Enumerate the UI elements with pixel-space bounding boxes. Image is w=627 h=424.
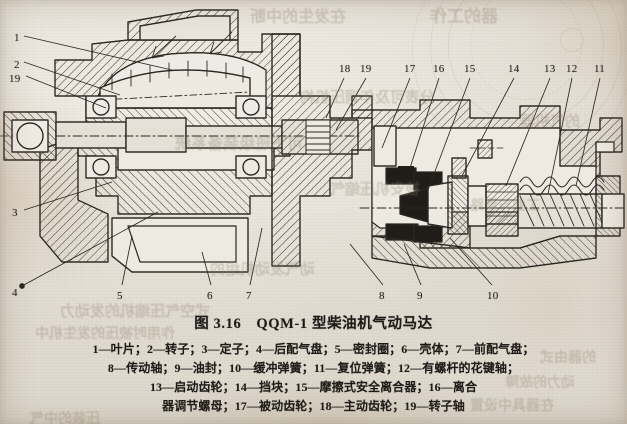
callout-label-7: 7 <box>246 290 252 302</box>
callout-label-13: 13 <box>544 63 556 75</box>
callout-label-12: 12 <box>566 63 578 75</box>
callout-label-2: 2 <box>14 59 20 71</box>
callout-label-3: 3 <box>12 207 18 219</box>
caption-line-2: 8—传动轴；9—油封；10—缓冲弹簧；11—复位弹簧；12—有螺杆的花键轴； <box>107 361 520 375</box>
callout-label-10: 10 <box>487 290 499 302</box>
callout-label-6: 6 <box>207 290 213 302</box>
callout-label-17: 17 <box>404 63 416 75</box>
caption-line-1: 1—叶片；2—转子；3—定子；4—后配气盘；5—密封圈；6—壳体；7—前配气盘； <box>92 342 535 356</box>
callout-label-18: 18 <box>339 63 351 75</box>
callout-label-19: 19 <box>9 73 21 85</box>
callout-label-9: 9 <box>417 290 423 302</box>
callout-label-19b: 19 <box>360 63 372 75</box>
caption-line-4: 器调节螺母；17—被动齿轮；18—主动齿轮；19—转子轴 <box>162 399 465 413</box>
callout-label-8: 8 <box>379 290 385 302</box>
figure-drawing <box>0 9 627 289</box>
caption-line-3: 13—启动齿轮；14—挡块；15—摩擦式安全离合器；16—离合 <box>149 380 478 394</box>
callout-label-14: 14 <box>508 63 520 75</box>
callout-label-15: 15 <box>464 63 476 75</box>
figure-caption: 图 3.16 QQM-1 型柴油机气动马达 1—叶片；2—转子；3—定子；4—后… <box>0 312 627 416</box>
callout-label-16: 16 <box>433 63 445 75</box>
callout-label-4: 4 <box>12 287 18 299</box>
figure-title: 图 3.16 QQM-1 型柴油机气动马达 <box>194 316 433 332</box>
callout-label-1: 1 <box>14 32 20 44</box>
callout-label-5: 5 <box>117 290 123 302</box>
callout-label-11: 11 <box>594 63 605 75</box>
